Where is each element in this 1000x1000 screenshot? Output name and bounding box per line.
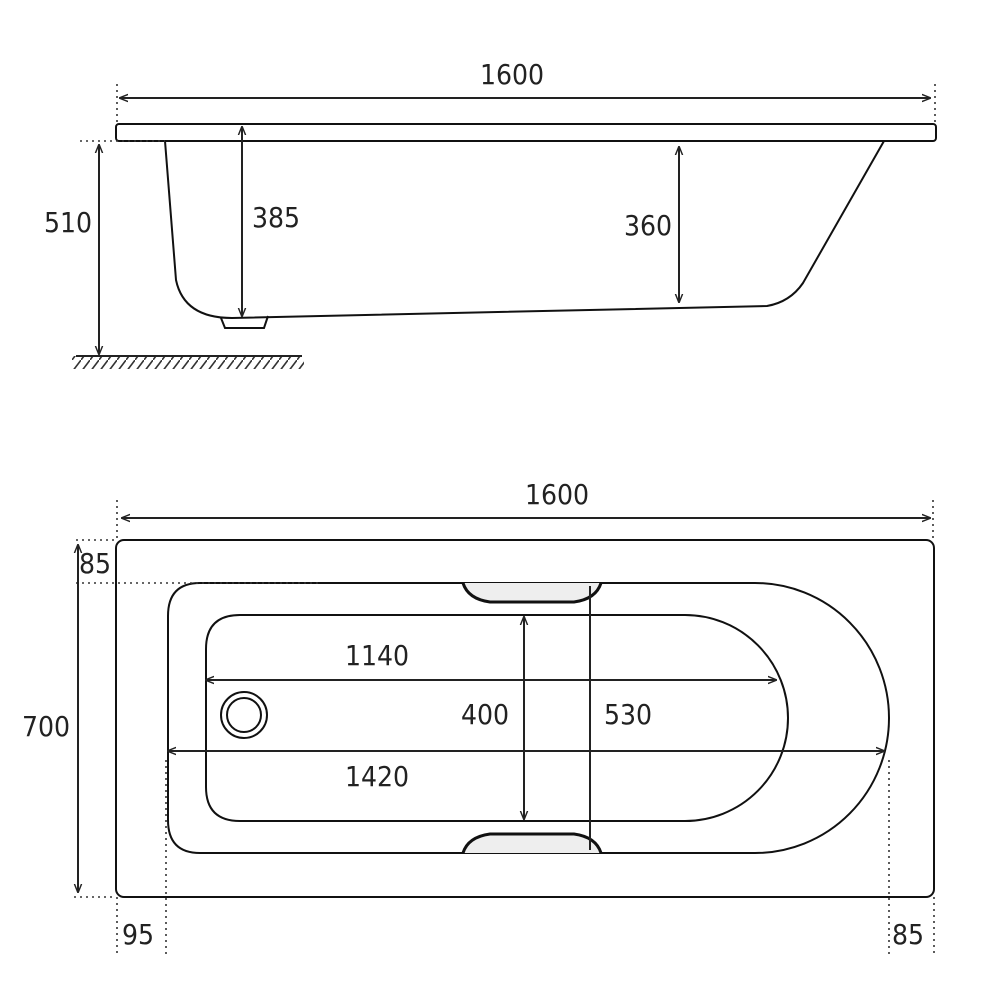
tub-rim-side: [115, 123, 937, 142]
depth-left-label: 385: [252, 201, 300, 234]
floor-hatching: [72, 356, 304, 369]
handle-span-label: 530: [604, 698, 652, 731]
inner-length-label: 1140: [345, 639, 409, 672]
side-view: 1600 510 385 360: [44, 58, 937, 369]
rim-left-label: 95: [122, 918, 154, 951]
tub-inner-edge: [167, 582, 890, 854]
tub-foot: [220, 315, 269, 329]
tub-basin-floor: [205, 614, 789, 822]
plan-view: 1600 85 700 1140 1420 400 530: [22, 478, 935, 955]
rim-top-label: 85: [79, 547, 111, 580]
grab-handle-top: [461, 582, 603, 604]
depth-right-label: 360: [624, 209, 672, 242]
grab-handle-bottom: [461, 832, 603, 854]
basin-length-label: 1420: [345, 760, 409, 793]
rim-right-label: 85: [892, 918, 924, 951]
tub-body-profile: [164, 140, 885, 320]
height-label: 510: [44, 206, 92, 239]
drain-inner-ring: [226, 697, 262, 733]
width-label: 700: [22, 710, 70, 743]
inner-width-label: 400: [461, 698, 509, 731]
tub-outer-rim: [115, 539, 935, 898]
side-length-label: 1600: [480, 58, 544, 91]
plan-length-label: 1600: [525, 478, 589, 511]
drain-outer-ring: [220, 691, 268, 739]
